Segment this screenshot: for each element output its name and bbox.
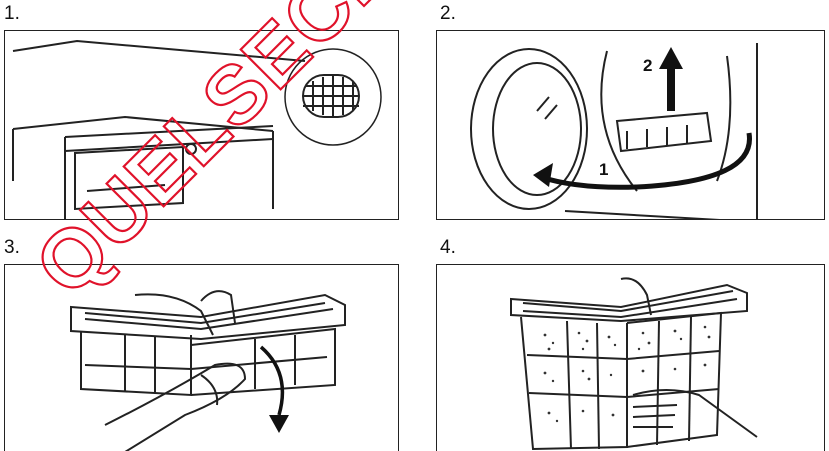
clean-filter-illustration: [437, 265, 825, 451]
illustration-step-3: [4, 264, 399, 451]
step-number-1: 1.: [4, 4, 20, 24]
illustration-step-2: 1 2: [436, 30, 825, 220]
door-open-illustration: 1 2: [437, 31, 825, 220]
open-filter-illustration: [5, 265, 399, 451]
step-number-3: 3.: [4, 238, 20, 258]
step-number-4: 4.: [440, 238, 456, 258]
arrow-label-1: 1: [599, 160, 608, 179]
illustration-step-4: [436, 264, 825, 451]
dryer-door-illustration: [5, 31, 399, 220]
illustration-step-1: [4, 30, 399, 220]
arrow-label-2: 2: [643, 56, 652, 75]
step-number-2: 2.: [440, 4, 456, 24]
